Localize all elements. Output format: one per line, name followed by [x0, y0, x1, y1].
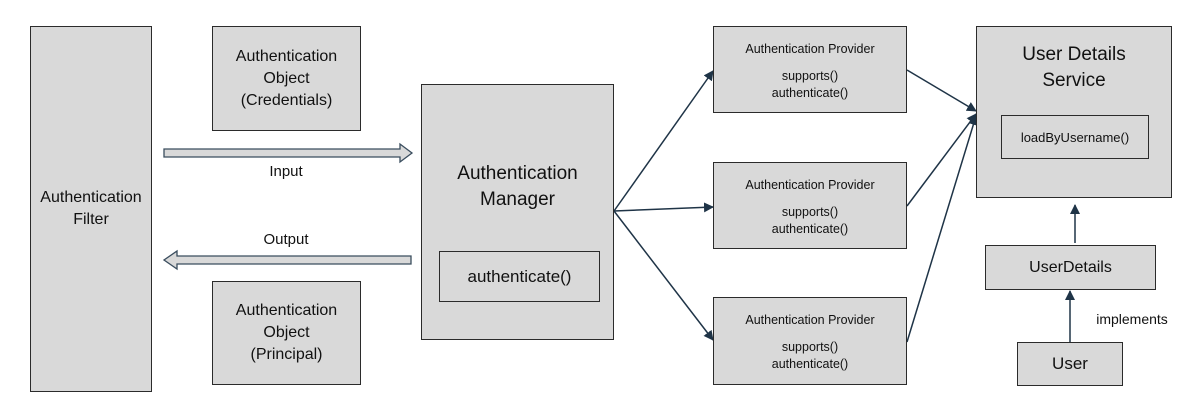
implements-label: implements — [1096, 311, 1168, 327]
load-by-username-method: loadByUsername() — [1001, 115, 1149, 159]
authentication-provider-2-box: Authentication Provider supports() authe… — [713, 162, 907, 249]
service-method-label: loadByUsername() — [1020, 129, 1130, 145]
user-details-service-box: User Details Service loadByUsername() — [976, 26, 1172, 198]
authentication-object-credentials-box: Authentication Object (Credentials) — [212, 26, 361, 131]
user-box: User — [1017, 342, 1123, 386]
authentication-provider-3-box: Authentication Provider supports() authe… — [713, 297, 907, 385]
manager-to-provider-3-arrow — [613, 210, 714, 341]
authentication-provider-1-box: Authentication Provider supports() authe… — [713, 26, 907, 113]
authentication-manager-box: Authentication Manager authenticate() — [421, 84, 614, 340]
principal-object-line1: Authentication — [235, 302, 338, 319]
authentication-object-principal-box: Authentication Object (Principal) — [212, 281, 361, 385]
manager-authenticate-method: authenticate() — [439, 251, 600, 302]
provider-2-method-authenticate: authenticate() — [771, 222, 849, 236]
provider-2-title: Authentication Provider — [745, 178, 875, 192]
provider-1-title: Authentication Provider — [745, 42, 875, 56]
filter-label-line1: Authentication — [40, 189, 142, 206]
input-label: Input — [269, 163, 303, 180]
provider-3-method-authenticate: authenticate() — [771, 357, 849, 371]
authentication-filter-box: Authentication Filter — [30, 26, 152, 392]
manager-label-line1: Authentication — [457, 163, 578, 184]
credentials-object-line2: Object — [263, 69, 310, 87]
output-label: Output — [263, 231, 309, 248]
credentials-object-line3: (Credentials) — [240, 91, 333, 109]
user-label: User — [1052, 354, 1088, 373]
provider-2-method-supports: supports() — [781, 205, 839, 219]
input-arrow — [163, 142, 414, 164]
manager-to-provider-2-arrow — [613, 202, 714, 213]
principal-object-line3: (Principal) — [250, 346, 323, 363]
service-label-line2: Service — [1042, 70, 1106, 91]
principal-object-line2: Object — [263, 324, 310, 341]
provider-1-to-service-arrow — [906, 69, 977, 112]
manager-to-provider-1-arrow — [613, 70, 714, 212]
manager-method-label: authenticate() — [467, 266, 572, 286]
provider-1-method-supports: supports() — [781, 69, 839, 83]
provider-1-method-authenticate: authenticate() — [771, 86, 849, 100]
manager-label-line2: Manager — [480, 189, 555, 210]
user-details-label: UserDetails — [1029, 258, 1112, 276]
provider-3-method-supports: supports() — [781, 340, 839, 354]
provider-3-title: Authentication Provider — [745, 313, 875, 327]
service-label-line1: User Details — [1022, 44, 1126, 65]
credentials-object-line1: Authentication — [235, 47, 338, 65]
provider-2-to-service-arrow — [906, 113, 977, 207]
output-arrow — [162, 249, 412, 271]
provider-3-to-service-arrow — [906, 115, 979, 343]
user-details-box: UserDetails — [985, 245, 1156, 290]
filter-label-line2: Filter — [73, 211, 109, 228]
